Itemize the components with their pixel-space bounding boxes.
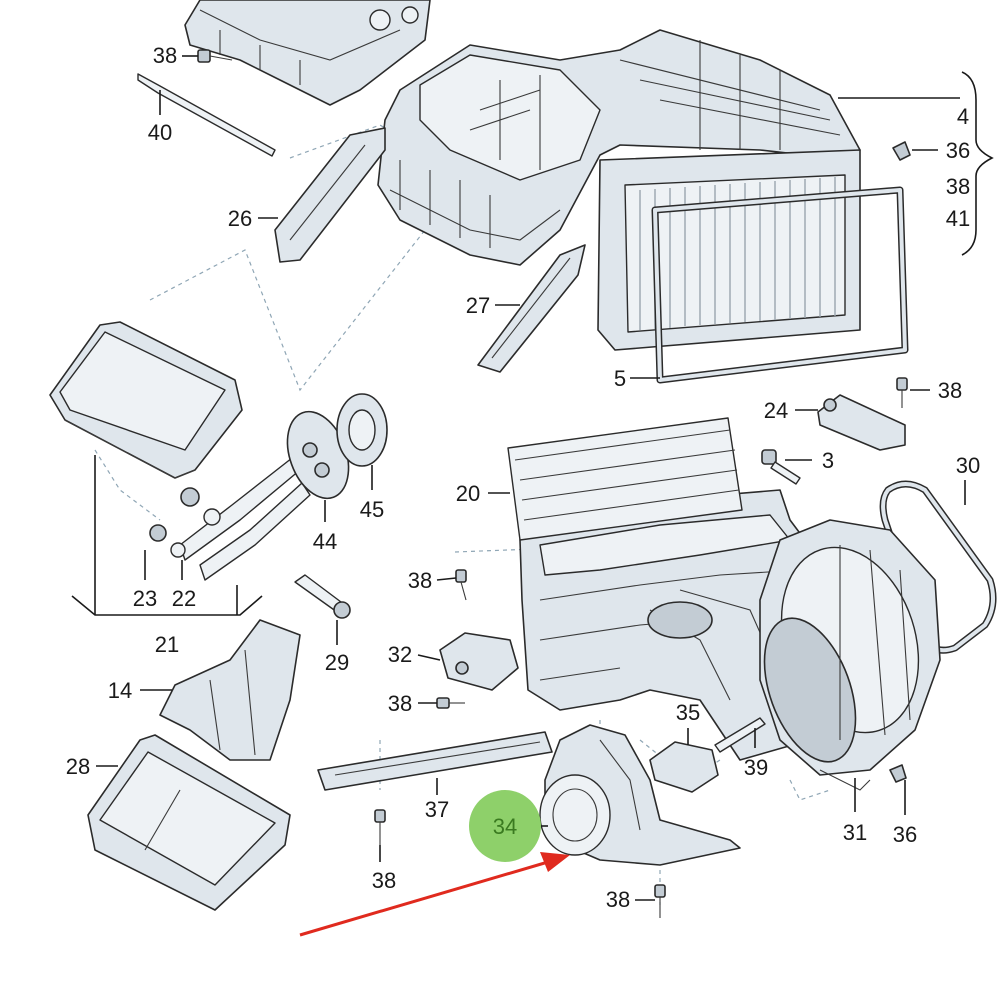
trim-strip-27: [477, 244, 586, 373]
callout-38: 38: [388, 691, 412, 716]
heater-pipes: [149, 457, 311, 581]
upper-main-housing: [377, 29, 861, 266]
bracket-21: [71, 455, 263, 616]
gasket-30: [879, 480, 997, 654]
callout-labels: 38 40 26 4 36 38 41 27 5 38 24 3 30 20 4…: [66, 43, 980, 912]
screw-38-mid-left: [455, 569, 467, 601]
tray-28: [87, 734, 291, 911]
callout-45: 45: [360, 497, 384, 522]
callout-34: 34: [493, 814, 517, 839]
filter-panel-20: [507, 417, 743, 541]
callout-14: 14: [108, 678, 132, 703]
callout-28: 28: [66, 754, 90, 779]
callout-21: 21: [155, 632, 179, 657]
screw-38-bottom-center: [654, 884, 666, 918]
screw-38-lower-left: [436, 697, 465, 709]
screw-38-bottom-left: [374, 809, 386, 845]
group-brace-right: [961, 71, 994, 256]
callout-36: 36: [946, 138, 970, 163]
blower-housing-31: [759, 519, 941, 791]
callout-40: 40: [148, 120, 172, 145]
duct-14: [159, 619, 301, 761]
callout-26: 26: [228, 206, 252, 231]
callout-29: 29: [325, 650, 349, 675]
screw-38-right-top: [896, 377, 908, 408]
callout-37: 37: [425, 797, 449, 822]
clip-36-top: [892, 141, 911, 161]
callout-38: 38: [408, 568, 432, 593]
callout-38: 38: [938, 378, 962, 403]
callout-24: 24: [764, 398, 788, 423]
callout-36: 36: [893, 822, 917, 847]
lower-main-housing: [519, 489, 841, 761]
arrow-shaft: [299, 860, 549, 937]
gasket-5: [651, 186, 909, 384]
screw-3: [761, 449, 801, 485]
callout-22: 22: [172, 586, 196, 611]
trim-37: [317, 731, 553, 791]
upper-housing-left: [184, 0, 431, 106]
actuator-35: [649, 741, 719, 793]
callout-20: 20: [456, 481, 480, 506]
blower-duct-34: [539, 724, 741, 866]
trim-strip-26: [274, 127, 386, 263]
callout-5: 5: [614, 366, 626, 391]
filter-frame-assembly: [597, 149, 861, 351]
callout-39: 39: [744, 755, 768, 780]
rod-40: [137, 73, 276, 157]
flange-44: [286, 410, 350, 500]
callout-38: 38: [946, 174, 970, 199]
actuator-32: [439, 632, 519, 691]
callout-31: 31: [843, 820, 867, 845]
arrow-head: [540, 852, 570, 872]
callout-38: 38: [153, 43, 177, 68]
callout-35: 35: [676, 700, 700, 725]
callout-38: 38: [606, 887, 630, 912]
bolt-39: [714, 717, 766, 753]
bolt-29: [294, 574, 351, 619]
clip-36-bottom: [889, 764, 907, 783]
heater-core: [49, 321, 243, 479]
seal-45: [336, 393, 388, 467]
highlight-circle: [469, 790, 541, 862]
callout-44: 44: [313, 529, 337, 554]
callout-30: 30: [956, 453, 980, 478]
sensor-24: [817, 394, 906, 451]
callout-4: 4: [957, 104, 969, 129]
callout-27: 27: [466, 293, 490, 318]
red-pointer-arrow: [299, 852, 570, 937]
callout-3: 3: [822, 448, 834, 473]
highlight-34: 34: [469, 790, 541, 862]
callout-32: 32: [388, 642, 412, 667]
callout-23: 23: [133, 586, 157, 611]
callout-38: 38: [372, 868, 396, 893]
callout-41: 41: [946, 206, 970, 231]
